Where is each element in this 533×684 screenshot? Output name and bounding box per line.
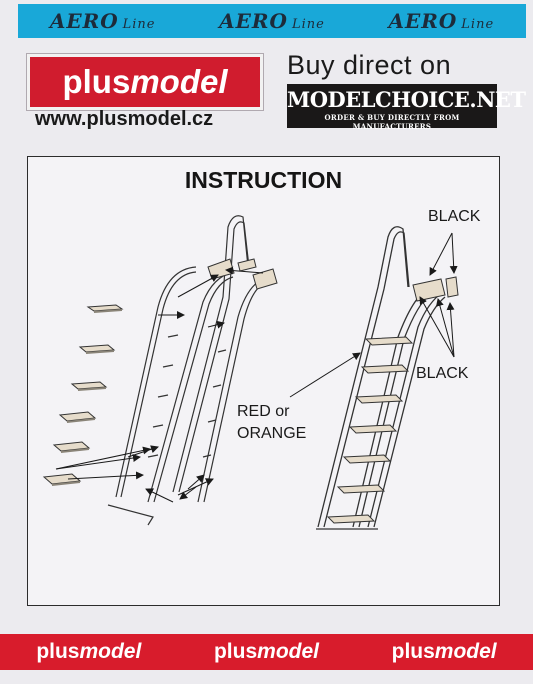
instruction-title: INSTRUCTION	[184, 167, 343, 193]
modelchoice-logo[interactable]: MODELCHOICE.NET ORDER & BUY DIRECTLY FRO…	[287, 84, 526, 131]
exploded-rails	[107, 215, 269, 526]
label-red-line2: ORANGE	[237, 425, 307, 442]
buy-direct-text: Buy direct on	[287, 50, 452, 80]
label-black-top: BLACK	[428, 208, 481, 225]
website-url[interactable]: www.plusmodel.cz	[35, 108, 214, 130]
retailer-name: MODELCHOICE.NET	[287, 87, 526, 112]
upper-brackets	[207, 258, 278, 290]
assembled-steps	[326, 276, 459, 524]
brand-footer: plusmodel plusmodel plusmodel	[0, 634, 533, 670]
instruction-panel: INSTRUCTION	[27, 156, 500, 606]
label-black-mid: BLACK	[416, 365, 469, 382]
footer-brand-2: plusmodel	[213, 640, 319, 663]
step-shading	[52, 309, 122, 486]
retailer-tagline: ORDER & BUY DIRECTLY FROM MANUFACTURERS	[324, 113, 460, 131]
footer-brand-3: plusmodel	[391, 640, 497, 663]
ladder-diagram	[42, 215, 459, 530]
rung-stubs	[147, 334, 227, 458]
label-red-line1: RED or	[237, 403, 290, 420]
label-arrows	[289, 232, 458, 398]
footer-brand-1: plusmodel	[36, 640, 142, 663]
assembly-arrows	[55, 266, 264, 503]
